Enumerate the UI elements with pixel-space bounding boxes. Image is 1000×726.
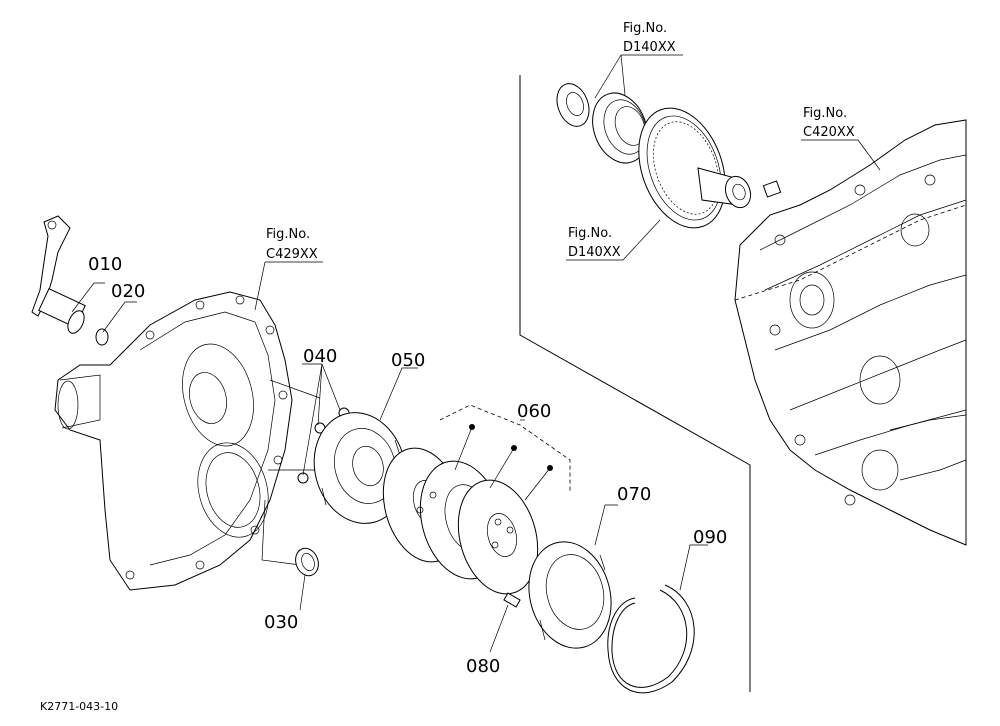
fig-ref-bearing-label: Fig.No. (623, 21, 667, 36)
callout-050: 050 (391, 350, 425, 371)
transmission-housing (734, 119, 967, 546)
fig-ref-case-code: C429XX (266, 247, 318, 262)
callout-080: 080 (466, 656, 500, 677)
leader-lines (71, 54, 881, 653)
lever-shaft-010 (31, 215, 109, 346)
clutch-discs-060 (382, 404, 571, 595)
callout-020: 020 (111, 281, 145, 302)
callout-090: 090 (693, 527, 727, 548)
drawing-code: K2771-043-10 (40, 700, 118, 713)
fig-ref-housing-label: Fig.No. (803, 106, 847, 121)
reference-bracket (519, 75, 751, 692)
pin-080 (503, 592, 521, 608)
callout-030: 030 (264, 612, 298, 633)
callout-070: 070 (617, 484, 651, 505)
circlip-090 (607, 584, 695, 694)
fig-ref-gear-code: D140XX (568, 245, 621, 260)
bearing-and-gear-group (556, 83, 782, 229)
gear-case (54, 291, 321, 591)
snap-ring-030 (295, 547, 319, 577)
fig-ref-housing-code: C420XX (803, 125, 855, 140)
callout-060: 060 (517, 401, 551, 422)
fig-ref-bearing-code: D140XX (623, 40, 676, 55)
fig-ref-gear-label: Fig.No. (568, 226, 612, 241)
callout-040: 040 (303, 346, 337, 367)
piston-070 (528, 541, 612, 649)
callout-010: 010 (88, 254, 122, 275)
fig-ref-case-label: Fig.No. (266, 227, 310, 242)
